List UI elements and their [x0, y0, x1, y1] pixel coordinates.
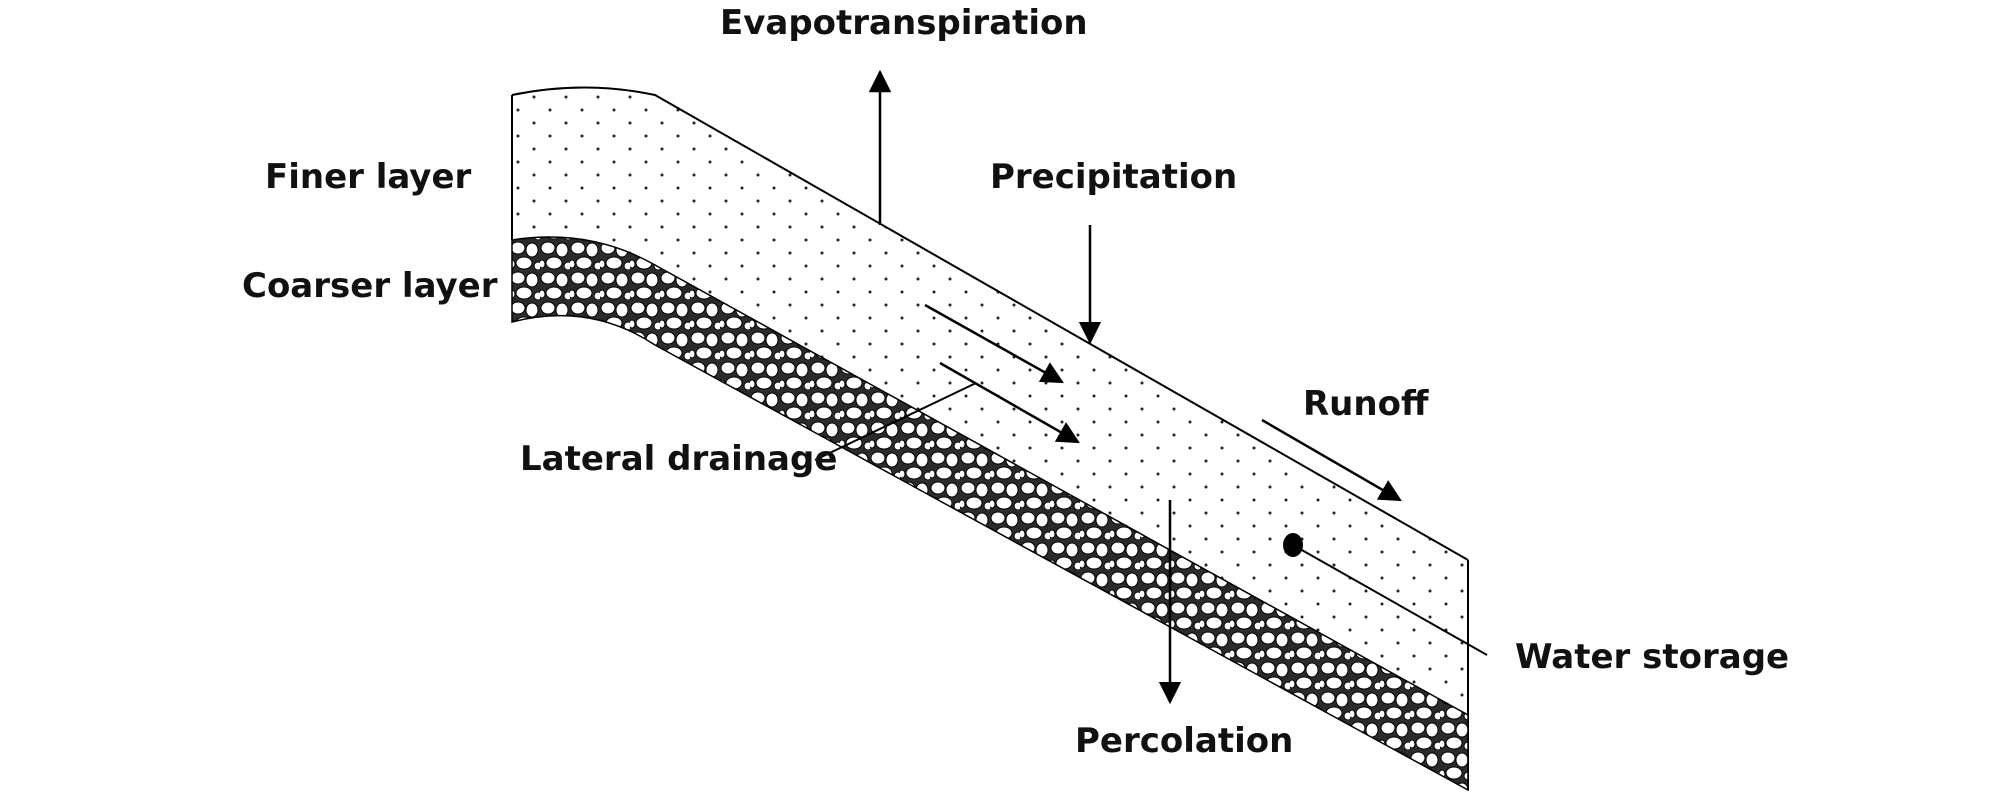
lateral-drainage-arrow-2 [939, 361, 1080, 444]
coarser-layer-body [511, 236, 1469, 792]
label-percolation: Percolation [1075, 721, 1293, 761]
lateral-drainage-arrow-1 [924, 303, 1064, 384]
label-finer-layer: Finer layer [265, 157, 472, 197]
label-water-storage: Water storage [1515, 637, 1789, 677]
label-evapotranspiration: Evapotranspiration [720, 3, 1088, 43]
label-precipitation: Precipitation [990, 157, 1237, 197]
lateral-drainage-leader [814, 382, 977, 461]
finer-layer-top-surface [511, 86, 1469, 561]
finer-layer-body [512, 87, 1468, 715]
label-runoff: Runoff [1303, 384, 1429, 424]
water-storage-leader [1292, 544, 1488, 656]
runoff-arrow [1261, 418, 1402, 502]
label-lateral-drainage: Lateral drainage [520, 439, 837, 479]
label-coarser-layer: Coarser layer [242, 266, 498, 306]
